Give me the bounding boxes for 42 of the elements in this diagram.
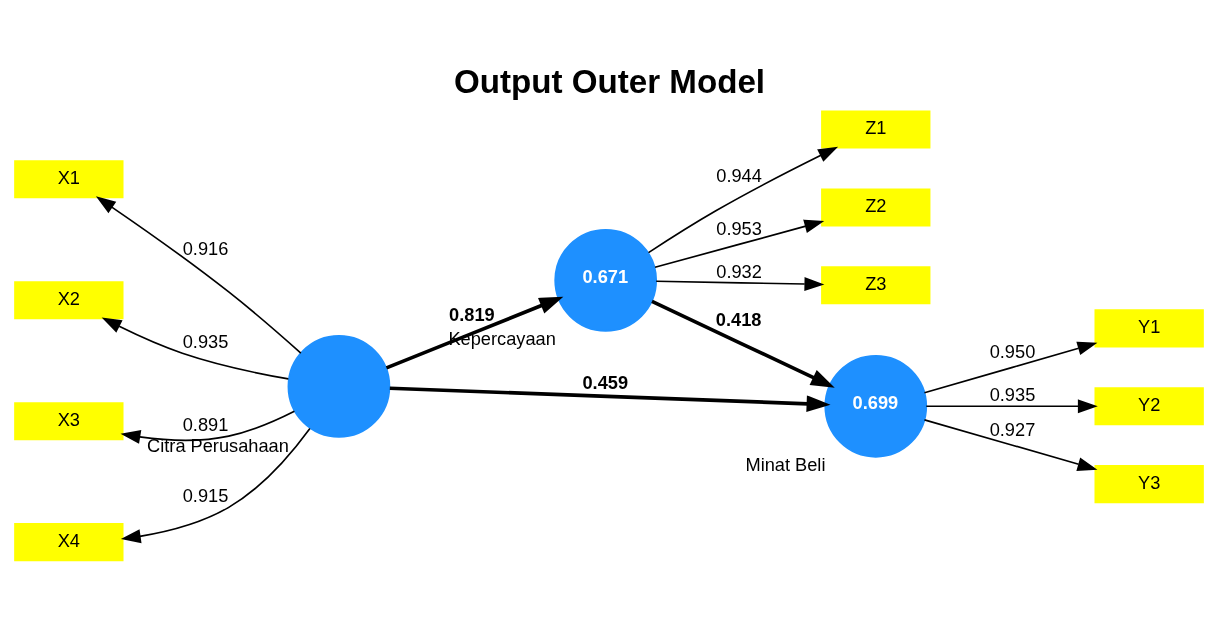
arrow <box>925 399 1098 414</box>
arrow <box>95 196 302 354</box>
node-circle: 0.699 <box>824 354 928 458</box>
node-box: X3 <box>14 402 124 441</box>
edge-label: 0.927 <box>989 419 1036 440</box>
arrow <box>647 146 839 254</box>
arrow <box>385 296 564 370</box>
node-label: Citra Perusahaan <box>147 435 289 456</box>
node-circle <box>287 335 391 438</box>
edge-label: 0.944 <box>716 166 762 187</box>
node-label: Minat Beli <box>745 455 826 476</box>
node-box: Y2 <box>1094 387 1204 426</box>
edge-label: 0.935 <box>989 384 1036 405</box>
arrow <box>120 427 311 544</box>
diagram-title: Output Outer Model <box>454 63 766 101</box>
edge-label: 0.915 <box>182 486 229 507</box>
edge-label: 0.459 <box>582 373 629 394</box>
arrow <box>923 419 1098 471</box>
node-circle: 0.671 <box>554 229 658 332</box>
node-box: Z2 <box>821 188 931 227</box>
node-box: Z3 <box>821 266 931 305</box>
node-box: Z1 <box>821 110 931 149</box>
arrow <box>651 299 835 388</box>
arrow <box>655 277 825 291</box>
node-box: X4 <box>14 523 124 562</box>
arrow <box>101 317 290 380</box>
node-box: X1 <box>14 160 124 199</box>
edge-label: 0.935 <box>182 331 229 352</box>
edge-label: 0.418 <box>715 310 762 331</box>
arrow <box>923 341 1098 394</box>
edge-label: 0.891 <box>182 414 229 435</box>
arrow <box>120 410 296 444</box>
node-box: X2 <box>14 281 124 320</box>
node-box: Y3 <box>1094 465 1204 504</box>
edge-label: 0.916 <box>182 239 229 260</box>
arrow <box>654 219 825 269</box>
node-box: Y1 <box>1094 309 1204 348</box>
edge-label: 0.819 <box>449 305 495 326</box>
edge-label: 0.950 <box>989 341 1036 362</box>
edge-label: 0.932 <box>716 262 762 283</box>
edge-label: 0.953 <box>716 219 762 240</box>
arrow <box>389 386 831 413</box>
